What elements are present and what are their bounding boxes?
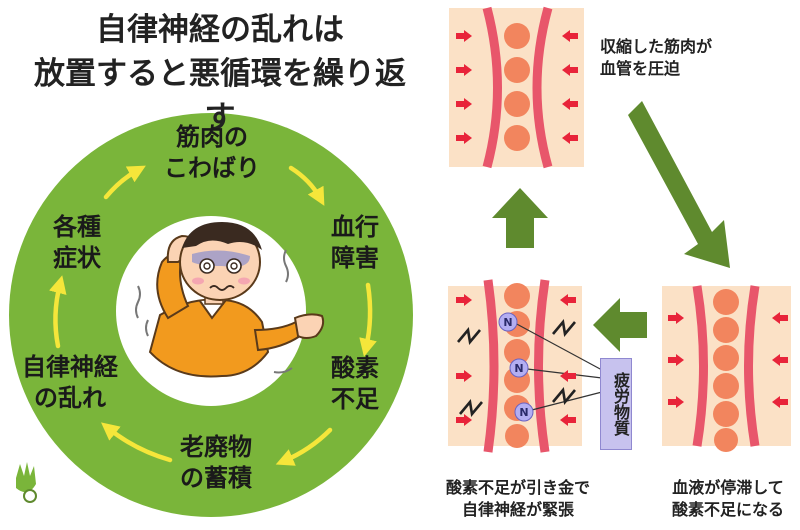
cycle-label-stiff-line2: こわばり: [164, 154, 260, 182]
title-line-1: 自律神経の乱れは: [96, 12, 344, 48]
panel-left-caption-line2: 自律神経が緊張: [461, 500, 574, 519]
panel-right-caption-line1: 血液が停滞して: [672, 478, 784, 497]
fatigue-molecule-icon: [498, 312, 518, 332]
cycle-label-blood-line1: 血行: [331, 213, 379, 241]
cycle-arrows: [49, 165, 377, 466]
fatigue-molecule-icon: [514, 402, 534, 422]
panel-right-caption-line2: 酸素不足になる: [671, 500, 784, 519]
red-pressure-arrow-icon: [772, 396, 788, 408]
title-line-2: 放置すると悪循環を繰り返す: [34, 56, 406, 136]
red-pressure-arrow-icon: [456, 30, 472, 42]
cycle-arrow-3: [275, 427, 333, 466]
fatigue-molecule-letter: N: [514, 362, 523, 375]
red-pressure-arrow-icon: [772, 312, 788, 324]
red-pressure-arrow-icon: [562, 64, 578, 76]
cycle-arrow-6: [103, 165, 146, 200]
cycle-label-symptoms-line1: 各種: [53, 213, 101, 241]
panel-top-caption-line2: 血管を圧迫: [600, 59, 681, 78]
cycle-label-autonomic: 自律神経 の乱れ: [16, 352, 124, 414]
red-pressure-arrow-icon: [456, 64, 472, 76]
red-pressure-arrow-icon: [560, 370, 576, 382]
red-pressure-arrow-icon: [456, 132, 472, 144]
flow-arrow-down-right: [628, 101, 730, 268]
panel-left-caption-line1: 酸素不足が引き金で: [445, 478, 590, 497]
flow-arrows: [492, 101, 730, 352]
red-pressure-arrow-icon: [456, 370, 472, 382]
cycle-label-waste-line2: の蓄積: [180, 464, 252, 492]
red-pressure-arrow-icon: [456, 294, 472, 306]
cycle-label-symptoms-line2: 症状: [53, 244, 101, 272]
cycle-arrow-2: [359, 282, 377, 357]
panel-left-caption: 酸素不足が引き金で 自律神経が緊張: [428, 477, 608, 521]
red-pressure-arrow-icon: [456, 414, 472, 426]
red-pressure-arrow-icon: [772, 354, 788, 366]
cycle-label-oxygen-line2: 不足: [331, 385, 379, 413]
panel-top-caption-line1: 収縮した筋肉が: [600, 37, 713, 56]
cycle-label-symptoms: 各種 症状: [44, 212, 110, 274]
red-pressure-arrow-icon: [560, 294, 576, 306]
cycle-label-waste: 老廃物 の蓄積: [168, 432, 264, 494]
cycle-arrow-1: [288, 165, 325, 206]
flow-arrow-left: [593, 298, 647, 352]
cycle-arrow-4: [101, 422, 173, 463]
fatigue-molecule-letter: N: [503, 316, 512, 329]
red-pressure-arrow-icon: [668, 396, 684, 408]
cycle-arrow-5: [49, 275, 67, 349]
cycle-label-autonomic-line1: 自律神経: [22, 353, 118, 381]
cycle-label-autonomic-line2: の乱れ: [34, 384, 106, 412]
confused-man-illustration: [135, 222, 325, 378]
panel-top-caption: 収縮した筋肉が 血管を圧迫: [600, 36, 712, 80]
cycle-label-oxygen-line1: 酸素: [331, 354, 379, 382]
red-pressure-arrow-icon: [560, 414, 576, 426]
fatigue-molecule-letter: N: [519, 406, 528, 419]
panel-right: [662, 285, 791, 452]
cycle-label-oxygen: 酸素 不足: [322, 353, 388, 415]
lightning-nerve-icon: [457, 318, 576, 418]
cycle-label-stiff-line1: 筋肉の: [176, 123, 248, 151]
cycle-label-stiff: 筋肉の こわばり: [158, 122, 266, 184]
fatigue-substance-label: 疲労物質: [600, 358, 632, 450]
cycle-label-blood: 血行 障害: [322, 212, 388, 274]
panel-right-caption: 血液が停滞して 酸素不足になる: [660, 477, 796, 521]
panel-top: [449, 6, 584, 169]
red-pressure-arrow-icon: [456, 98, 472, 110]
fatigue-molecule-icon: [509, 358, 529, 378]
red-pressure-arrow-icon: [562, 132, 578, 144]
red-pressure-arrow-icon: [562, 98, 578, 110]
cycle-label-waste-line1: 老廃物: [180, 433, 252, 461]
red-pressure-arrow-icon: [668, 354, 684, 366]
page-title: 自律神経の乱れは 放置すると悪循環を繰り返す: [20, 8, 420, 140]
logo-hand-icon: [16, 462, 37, 503]
flow-arrow-up: [492, 188, 548, 248]
red-pressure-arrow-icon: [562, 30, 578, 42]
cycle-label-blood-line2: 障害: [331, 244, 379, 272]
red-pressure-arrow-icon: [668, 312, 684, 324]
